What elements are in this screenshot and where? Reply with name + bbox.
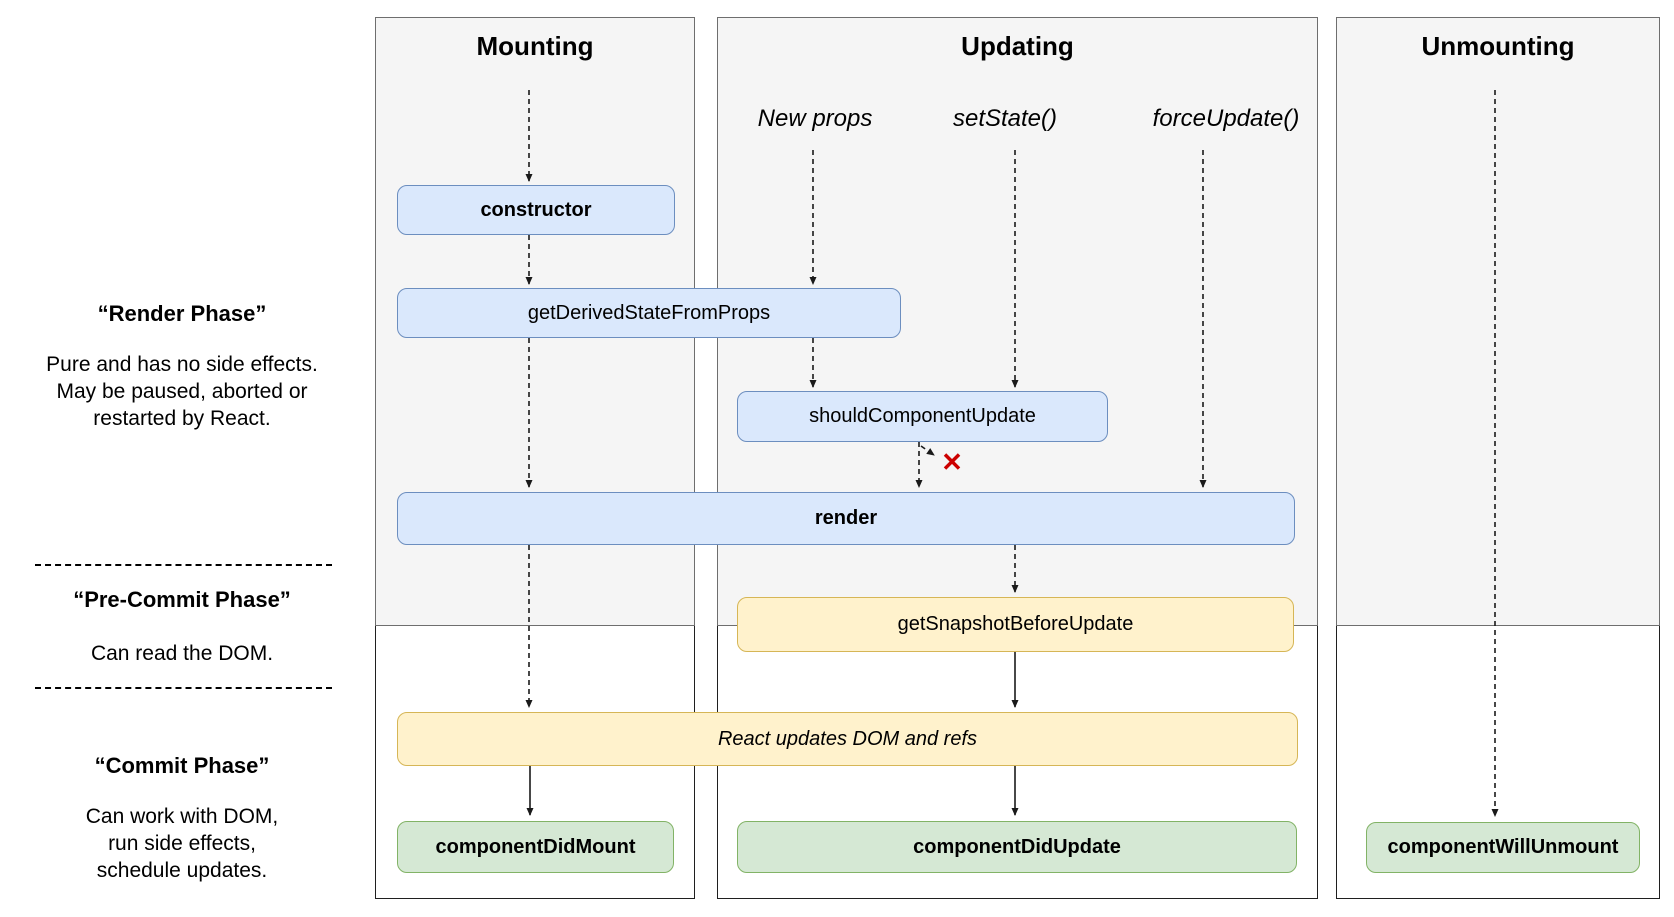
get-snapshot-node: getSnapshotBeforeUpdate <box>737 597 1294 652</box>
commit-phase-title: “Commit Phase” <box>94 753 270 778</box>
new-props-trigger-label: New props <box>757 105 873 132</box>
setstate-trigger-label: setState() <box>952 105 1058 132</box>
commit-phase-description: Can work with DOM, run side effects, sch… <box>85 805 279 882</box>
unmounting-column-title: Unmounting <box>1421 31 1575 61</box>
commit-phase-annotation: “Commit Phase” Can work with DOM, run si… <box>28 753 336 884</box>
forceupdate-trigger-label: forceUpdate() <box>1152 105 1300 132</box>
constructor-node: constructor <box>397 185 675 235</box>
phase-divider <box>35 564 332 566</box>
render-node: render <box>397 492 1295 545</box>
phase-divider <box>35 687 332 689</box>
render-phase-description: Pure and has no side effects. May be pau… <box>46 353 318 430</box>
updating-column-title: Updating <box>961 31 1074 61</box>
should-component-update-node: shouldComponentUpdate <box>737 391 1108 442</box>
react-updates-dom-node: React updates DOM and refs <box>397 712 1298 766</box>
mounting-column-title: Mounting <box>476 31 594 61</box>
render-phase-annotation: “Render Phase” Pure and has no side effe… <box>28 301 336 432</box>
pre-commit-phase-title: “Pre-Commit Phase” <box>73 587 291 612</box>
pre-commit-phase-annotation: “Pre-Commit Phase” Can read the DOM. <box>28 587 336 667</box>
get-derived-state-node: getDerivedStateFromProps <box>397 288 901 338</box>
reject-x-icon: ✕ <box>941 446 963 477</box>
render-phase-title: “Render Phase” <box>97 301 267 326</box>
unmounting-column-render-section <box>1336 17 1660 626</box>
component-did-update-node: componentDidUpdate <box>737 821 1297 873</box>
pre-commit-phase-description: Can read the DOM. <box>90 642 274 665</box>
component-will-unmount-node: componentWillUnmount <box>1366 822 1640 873</box>
component-did-mount-node: componentDidMount <box>397 821 674 873</box>
